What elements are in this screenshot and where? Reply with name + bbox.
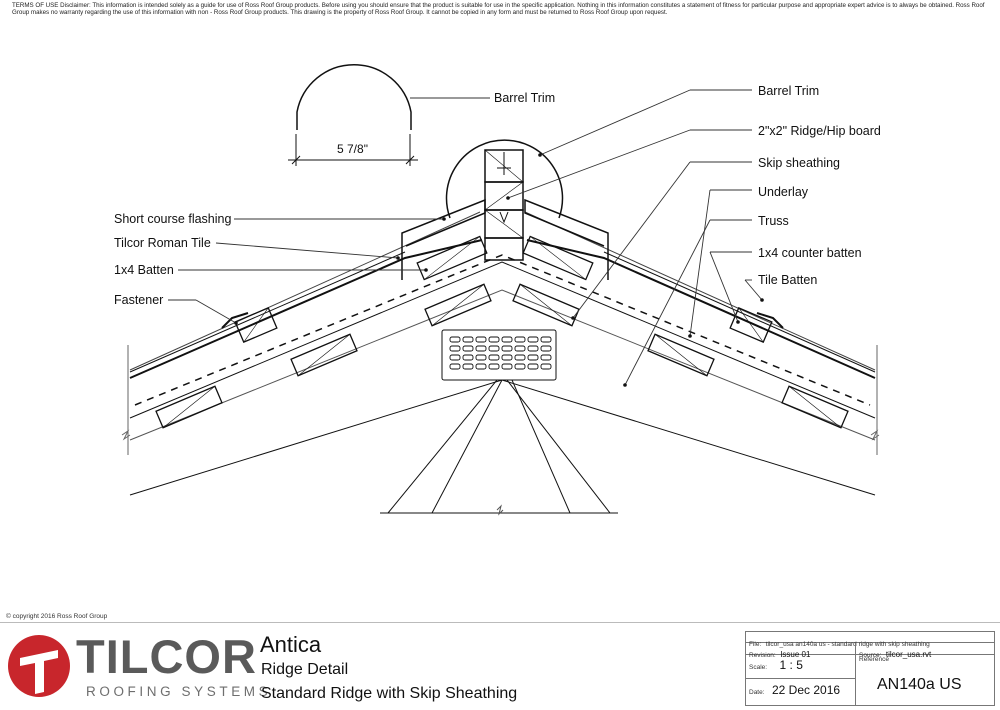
detail-description: Standard Ridge with Skip Sheathing bbox=[261, 685, 518, 702]
revision-label: Revision: bbox=[749, 652, 776, 659]
dimension-line bbox=[288, 134, 418, 166]
file-row: File: tilcor_usa an140a us - standard ri… bbox=[746, 632, 994, 648]
barrel-trim-ridge bbox=[445, 139, 564, 219]
reference-value: AN140a US bbox=[877, 676, 962, 693]
ridge-detail-drawing: 5 7/8" bbox=[114, 63, 881, 516]
truss-web bbox=[380, 379, 618, 516]
file-value: tilcor_usa an140a us - standard ridge wi… bbox=[765, 641, 930, 648]
label-tile-batten: Tile Batten bbox=[758, 273, 817, 287]
reference-label: Reference bbox=[859, 656, 889, 663]
source-label: Source: bbox=[859, 652, 882, 659]
source-value: tilcor_usa.rvt bbox=[885, 650, 932, 659]
tile-battens bbox=[234, 235, 773, 344]
product-title: Antica bbox=[260, 632, 322, 657]
scale-value: 1 : 5 bbox=[779, 658, 803, 672]
revision-value: Issue 01 bbox=[780, 650, 811, 659]
tile-lips bbox=[221, 312, 784, 329]
leader-dots bbox=[234, 153, 764, 387]
terms-of-use-disclaimer: TERMS OF USE Disclaimer: This informatio… bbox=[12, 2, 985, 17]
ridge-vent-grid bbox=[441, 329, 557, 381]
label-fastener: Fastener bbox=[114, 293, 163, 307]
label-truss: Truss bbox=[758, 214, 789, 228]
copyright-notice: © copyright 2016 Ross Roof Group bbox=[6, 613, 108, 620]
brand-name: TILCOR bbox=[76, 630, 257, 683]
scale-label: Scale: bbox=[749, 664, 768, 671]
label-barrel-trim-profile: Barrel Trim bbox=[494, 91, 555, 105]
file-label: File: bbox=[749, 641, 762, 648]
barrel-trim-profile bbox=[296, 63, 412, 130]
scale-cell: Scale: 1 : 5 bbox=[746, 655, 856, 679]
battens bbox=[155, 283, 849, 429]
label-ridge-hip-board: 2"x2" Ridge/Hip board bbox=[758, 124, 881, 138]
cut-lines bbox=[121, 345, 880, 455]
title-block-table: File: tilcor_usa an140a us - standard ri… bbox=[745, 631, 995, 706]
date-value: 22 Dec 2016 bbox=[772, 683, 841, 697]
label-counter-batten: 1x4 counter batten bbox=[758, 246, 862, 260]
label-short-course-flashing: Short course flashing bbox=[114, 212, 231, 226]
label-batten: 1x4 Batten bbox=[114, 263, 174, 277]
leader-lines bbox=[168, 89, 763, 386]
short-course-flashing bbox=[401, 198, 609, 280]
date-label: Date: bbox=[749, 689, 765, 696]
label-roman-tile: Tilcor Roman Tile bbox=[114, 236, 211, 250]
tilcor-logo-icon bbox=[8, 635, 70, 697]
ridge-hip-board bbox=[484, 149, 524, 261]
reference-cell: Reference AN140a US bbox=[856, 655, 994, 705]
roof-tile-surface bbox=[129, 211, 876, 379]
brand-tagline: ROOFING SYSTEMS bbox=[86, 684, 272, 699]
dimension-text: 5 7/8" bbox=[337, 142, 368, 156]
source-cell: Source: tilcor_usa.rvt bbox=[856, 643, 994, 659]
detail-title: Ridge Detail bbox=[261, 661, 349, 678]
date-cell: Date: 22 Dec 2016 bbox=[746, 679, 856, 705]
label-underlay: Underlay bbox=[758, 185, 809, 199]
underlay-line bbox=[134, 254, 871, 406]
truss-top-chords bbox=[129, 261, 876, 496]
label-skip-sheathing: Skip sheathing bbox=[758, 156, 840, 170]
revision-cell: Revision: Issue 01 bbox=[746, 643, 856, 659]
title-divider bbox=[0, 622, 1000, 623]
label-barrel-trim: Barrel Trim bbox=[758, 84, 819, 98]
